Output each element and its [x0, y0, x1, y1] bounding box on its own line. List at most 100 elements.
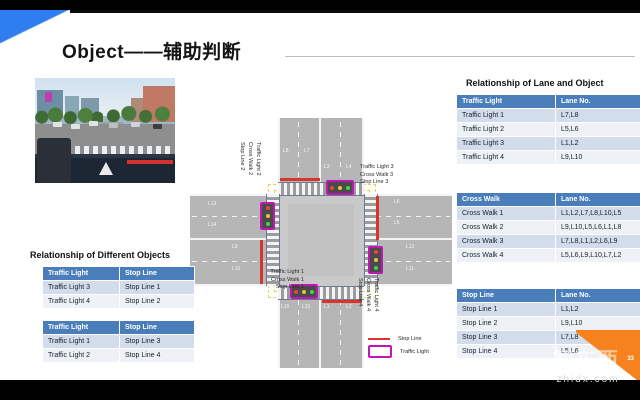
table-row: Traffic Light 4 L9,L10 — [456, 150, 640, 165]
annotation-4-stop-line: Stop Line 4 — [357, 278, 363, 307]
slide-top-rule — [0, 10, 640, 13]
table-row: Traffic Light 3 L1,L2 — [456, 136, 640, 151]
col-header-lane-no: Lane No. — [555, 288, 640, 303]
cell-object: Cross Walk 3 — [456, 234, 556, 249]
bulb-yellow-icon — [302, 289, 306, 294]
table-lane-traffic-light: Traffic Light Lane No. Traffic Light 1 L… — [456, 94, 640, 165]
table-row: Cross Walk 2 L9,L10,L5,L6,L1,L8 — [456, 220, 640, 235]
lane-label-L9: L9 — [232, 244, 238, 250]
cell-object: Cross Walk 2 — [456, 220, 556, 235]
cell-lanes: L9,L10 — [555, 150, 640, 165]
lane-dash-w2 — [192, 261, 276, 262]
cell-lanes: L7,L8 — [555, 108, 640, 123]
bulb-red-icon — [294, 289, 298, 294]
legend-row-stop-line: Stop Line — [368, 332, 458, 345]
watermark-logo: 智东西 — [553, 349, 619, 372]
cell-object: Stop Line 3 — [456, 330, 556, 345]
table-traffic-light-stop-line-a: Traffic Light Stop Line Traffic Light 3 … — [42, 266, 195, 309]
lane-edge-n-left — [278, 118, 280, 196]
lane-edge-n-right — [362, 118, 364, 196]
stop-line-2 — [260, 240, 263, 284]
lane-label-L13: L13 — [208, 201, 217, 207]
lane-label-L1: L1 — [324, 304, 330, 310]
table-row: Cross Walk 3 L7,L8,L1,L2,L6,L9 — [456, 234, 640, 249]
bulb-yellow-icon — [265, 214, 270, 218]
lane-edge-w-bottom — [190, 284, 278, 286]
cell-object: Cross Walk 1 — [456, 206, 556, 221]
cell-object: Stop Line 1 — [456, 302, 556, 317]
page-number: 33 — [627, 356, 634, 362]
cell-traffic-light: Traffic Light 3 — [42, 280, 120, 295]
cell-object: Stop Line 2 — [456, 316, 556, 331]
watermark-corner-accent — [576, 330, 640, 380]
col-header-traffic-light: Traffic Light — [42, 320, 120, 335]
cell-object: Traffic Light 1 — [456, 108, 556, 123]
lane-median-w — [190, 238, 278, 240]
cell-object: Cross Walk 4 — [456, 248, 556, 263]
cell-stop-line: Stop Line 3 — [119, 334, 195, 349]
table-row: Cross Walk 4 L5,L6,L9,L10,L7,L2 — [456, 248, 640, 263]
lane-label-L15: L15 — [302, 304, 311, 310]
bulb-red-icon — [373, 250, 378, 254]
stop-line-1 — [322, 300, 362, 303]
lane-dash-e2 — [366, 261, 450, 262]
bulb-red-icon — [265, 206, 270, 210]
lane-label-L8: L8 — [283, 148, 289, 154]
col-header-stop-line: Stop Line — [456, 288, 556, 303]
traffic-light-4-marker — [368, 246, 383, 274]
cell-lanes: L9,L10,L5,L6,L1,L8 — [555, 220, 640, 235]
lane-dash-w1 — [192, 216, 276, 217]
cell-traffic-light: Traffic Light 2 — [42, 348, 120, 363]
bulb-red-icon — [330, 185, 334, 190]
photo-traffic — [35, 120, 175, 132]
bulb-yellow-icon — [373, 258, 378, 262]
slide-canvas: Object——辅助判断 — [0, 10, 640, 380]
right-panel-title: Relationship of Lane and Object — [466, 78, 604, 88]
left-panel-title: Relationship of Different Objects — [30, 250, 171, 260]
traffic-light-1-marker — [290, 284, 318, 299]
table-row: Traffic Light 1 Stop Line 3 — [42, 334, 195, 349]
title-divider — [285, 56, 635, 57]
corner-accent-wedge — [0, 10, 70, 44]
legend-label-traffic-light: Traffic Light — [400, 348, 429, 355]
lane-dash-s1 — [298, 290, 299, 366]
annotation-4-traffic-light: Traffic Light 4 — [373, 278, 379, 312]
cell-lanes: L7,L8,L1,L2,L6,L9 — [555, 234, 640, 249]
table-row: Traffic Light 4 Stop Line 2 — [42, 294, 195, 309]
diagram-legend: Stop Line Traffic Light — [368, 332, 458, 358]
lane-label-L10: L10 — [232, 266, 241, 272]
photo-crosswalk — [57, 146, 173, 157]
photo-stop-line-overlay — [127, 160, 173, 164]
cell-traffic-light: Traffic Light 4 — [42, 294, 120, 309]
lane-median-e — [364, 238, 452, 240]
cell-lanes: L5,L6 — [555, 122, 640, 137]
traffic-light-swatch-icon — [368, 345, 392, 358]
stop-line-swatch-icon — [368, 337, 390, 340]
bulb-green-icon — [373, 266, 378, 270]
table-lane-cross-walk: Cross Walk Lane No. Cross Walk 1 L1,L2,L… — [456, 192, 640, 263]
annotation-3-traffic-light: Traffic Light 3 — [360, 164, 394, 170]
table-header-row: Traffic Light Stop Line — [42, 320, 195, 335]
lane-label-L14: L14 — [208, 222, 217, 228]
col-header-lane-no: Lane No. — [555, 192, 640, 207]
annotation-2-stop-line: Stop Line 2 — [239, 142, 245, 171]
col-header-traffic-light: Traffic Light — [456, 94, 556, 109]
dashcam-photo — [35, 78, 175, 183]
lane-edge-w-top — [190, 194, 278, 196]
legend-label-stop-line: Stop Line — [398, 335, 422, 342]
stop-line-4 — [376, 196, 379, 240]
lane-label-L5: L5 — [394, 220, 400, 226]
photo-sign-magenta — [45, 92, 52, 102]
photo-hood-edge — [35, 154, 175, 160]
cell-stop-line: Stop Line 4 — [119, 348, 195, 363]
lane-label-L12: L12 — [406, 244, 415, 250]
bulb-green-icon — [346, 185, 350, 190]
cell-stop-line: Stop Line 2 — [119, 294, 195, 309]
bulb-green-icon — [310, 289, 314, 294]
lane-dash-n1 — [298, 122, 299, 194]
traffic-light-2-marker — [260, 202, 275, 230]
col-header-cross-walk: Cross Walk — [456, 192, 556, 207]
lane-label-L4: L4 — [346, 164, 352, 170]
stop-line-3 — [280, 178, 320, 181]
cell-lanes: L1,L2 — [555, 302, 640, 317]
